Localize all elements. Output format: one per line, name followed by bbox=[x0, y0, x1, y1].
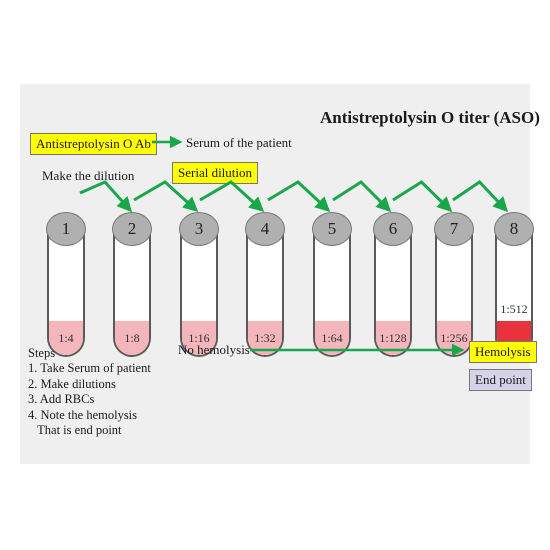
dilution-label: 1:4 bbox=[58, 331, 74, 345]
diagram-title: Antistreptolysin O titer (ASO) bbox=[320, 108, 540, 127]
dilution-transfer-arrow bbox=[199, 180, 265, 213]
test-tube-5: 1:64 bbox=[313, 229, 351, 357]
tube-liquid: 1:4 bbox=[49, 321, 83, 355]
tube-cap-number: 1 bbox=[46, 212, 86, 246]
tube-liquid: 1:8 bbox=[115, 321, 149, 355]
hemolysis-box: Hemolysis bbox=[469, 341, 537, 363]
dilution-label: 1:32 bbox=[254, 331, 276, 345]
step-item: 4. Note the hemolysis bbox=[28, 407, 138, 422]
step-item: 3. Add RBCs bbox=[28, 392, 95, 407]
steps-heading: Steps bbox=[28, 346, 56, 360]
test-tube-8: 1:512 bbox=[495, 229, 533, 357]
no-hemolysis-label: No hemolysis bbox=[178, 342, 250, 357]
dilution-label: 1:128 bbox=[379, 331, 407, 345]
dilution-transfer-arrow bbox=[133, 180, 199, 213]
step-item: 2. Make dilutions bbox=[28, 376, 116, 391]
tube-cap-number: 2 bbox=[112, 212, 152, 246]
test-tube-3: 1:16 bbox=[180, 229, 218, 357]
tube-cap-number: 3 bbox=[179, 212, 219, 246]
tube-cap-number: 7 bbox=[434, 212, 474, 246]
dilution-label: 1:512 bbox=[500, 302, 528, 316]
dilution-label: 1:256 bbox=[440, 331, 468, 345]
tube-cap-number: 4 bbox=[245, 212, 285, 246]
dilution-transfer-arrow bbox=[267, 180, 331, 213]
dilution-transfer-arrow bbox=[79, 180, 132, 213]
step-item: 1. Take Serum of patient bbox=[28, 361, 151, 376]
step-item: That is end point bbox=[28, 423, 122, 438]
tube-cap-number: 6 bbox=[373, 212, 413, 246]
dilution-transfer-arrow bbox=[332, 180, 392, 213]
serum-label: Serum of the patient bbox=[186, 135, 292, 150]
dilution-transfer-arrow bbox=[392, 180, 453, 213]
serial-dilution-box: Serial dilution bbox=[172, 162, 259, 184]
dilution-transfer-arrow bbox=[452, 180, 509, 213]
dilution-label: 1:64 bbox=[321, 331, 343, 345]
serial-dilution-arrows bbox=[79, 180, 509, 213]
tube-liquid: 1:16 bbox=[182, 321, 216, 355]
test-tube-1: 1:4 bbox=[47, 229, 85, 357]
antibody-label-box: Antistreptolysin O Ab bbox=[30, 133, 157, 155]
dilution-label: 1:16 bbox=[188, 331, 210, 345]
test-tube-2: 1:8 bbox=[113, 229, 151, 357]
make-dilution-label: Make the dilution bbox=[42, 168, 135, 183]
steps-list: Steps 1. Take Serum of patient 2. Make d… bbox=[28, 346, 151, 438]
tube-cap-number: 5 bbox=[312, 212, 352, 246]
dilution-label: 1:8 bbox=[124, 331, 140, 345]
tube-cap-number: 8 bbox=[494, 212, 534, 246]
end-point-box: End point bbox=[469, 369, 532, 391]
